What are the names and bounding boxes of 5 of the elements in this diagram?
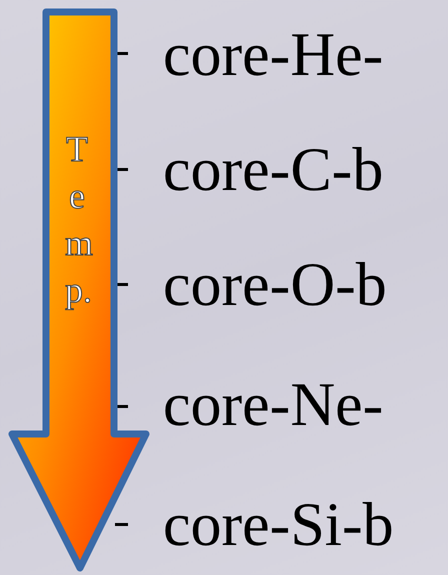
stage-label: core-O-b (163, 250, 387, 320)
stage-label: core-Ne- (163, 370, 384, 440)
stage-label: core-Si-b (163, 490, 394, 560)
stage-label: core-C-b (163, 135, 384, 205)
stage-label: core-He- (163, 20, 384, 90)
